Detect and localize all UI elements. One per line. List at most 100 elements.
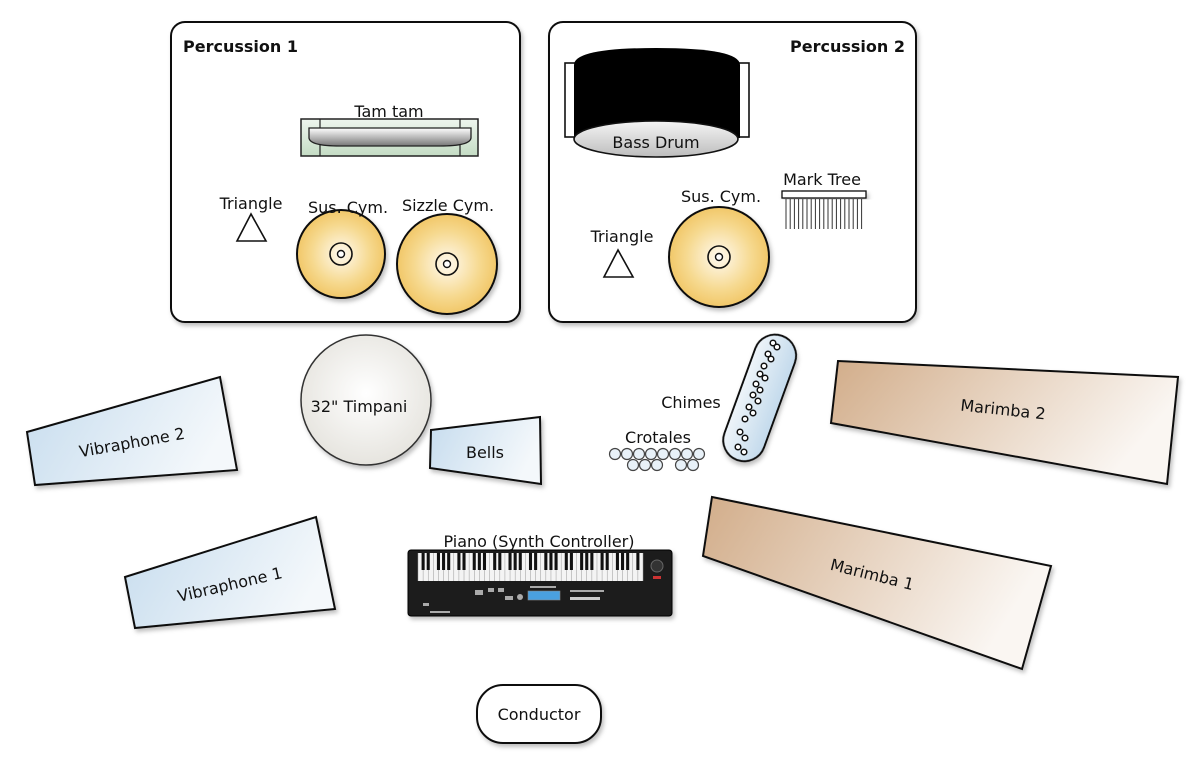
crotales: Crotales <box>608 428 706 472</box>
vibraphone-1: Vibraphone 1 <box>123 515 337 630</box>
crotale-disc <box>626 458 640 472</box>
marimba-2-icon <box>829 359 1180 486</box>
black-key <box>508 553 512 570</box>
black-key <box>462 553 466 570</box>
crotale-disc <box>650 458 664 472</box>
chime-tube <box>740 448 748 456</box>
vibraphone-1-icon <box>123 515 337 630</box>
pitch-wheel <box>650 559 664 573</box>
sus-cym-2-label: Sus. Cym. <box>681 187 761 206</box>
black-key <box>528 553 533 570</box>
crotale-disc <box>686 458 700 472</box>
piano-synth-controller: Piano (Synth Controller) <box>407 532 673 617</box>
crotale-disc <box>692 447 706 461</box>
sizzle-cym: Sizzle Cym. <box>396 196 498 315</box>
piano-label: Piano (Synth Controller) <box>443 532 634 551</box>
chime-tube <box>741 415 749 423</box>
conductor: Conductor <box>476 684 602 744</box>
sus-cym-1-label: Sus. Cym. <box>308 198 388 217</box>
chime-tube <box>756 370 764 378</box>
timpani-icon <box>300 334 432 466</box>
chime-tube <box>749 409 757 417</box>
black-key <box>513 553 517 570</box>
black-key <box>569 553 573 570</box>
crotale-disc <box>668 447 682 461</box>
black-key <box>621 553 625 570</box>
chime-tube <box>741 434 749 442</box>
percussion-1-section: Percussion 1 Tam tam Triangle Sus. Cym. <box>170 21 521 323</box>
mark-tree-bar <box>781 190 867 199</box>
black-key <box>477 553 481 570</box>
crotale-disc <box>674 458 688 472</box>
chime-tube <box>754 397 762 405</box>
bells-label: Bells <box>466 443 504 462</box>
black-key <box>554 553 558 570</box>
crotale-disc <box>680 447 694 461</box>
black-key <box>544 553 548 570</box>
vibraphone-2-icon <box>25 375 239 487</box>
black-key <box>447 553 451 570</box>
sizzle-cym-label: Sizzle Cym. <box>402 196 494 215</box>
vibraphone-2: Vibraphone 2 <box>25 375 239 487</box>
bells: Bells <box>428 415 543 486</box>
bells-icon <box>428 415 543 486</box>
chime-tube <box>736 428 744 436</box>
sus-cym-2: Sus. Cym. <box>668 187 770 308</box>
mark-tree: Mark Tree <box>781 170 867 229</box>
black-key <box>493 553 497 570</box>
chime-tube <box>764 350 772 358</box>
bass-drum-head <box>573 120 739 158</box>
percussion-2-title: Percussion 2 <box>790 37 905 56</box>
chimes: Chimes <box>661 333 798 463</box>
black-key <box>442 553 446 570</box>
crotale-disc <box>644 447 658 461</box>
chime-tube <box>760 362 768 370</box>
bass-drum-label: Bass Drum <box>612 133 699 152</box>
marimba-2: Marimba 2 <box>829 359 1180 486</box>
black-key <box>580 553 584 570</box>
chime-tube <box>761 374 769 382</box>
crotale-disc <box>638 458 652 472</box>
crotale-disc <box>608 447 622 461</box>
mark-tree-label: Mark Tree <box>783 170 861 189</box>
black-key <box>605 553 609 570</box>
crotale-disc <box>620 447 634 461</box>
black-key <box>585 553 589 570</box>
black-key <box>482 553 487 570</box>
tam-tam: Tam tam <box>300 102 479 157</box>
black-key <box>518 553 522 570</box>
bass-drum: Bass Drum <box>564 48 750 158</box>
triangle-1: Triangle <box>219 194 282 242</box>
chime-tube <box>749 391 757 399</box>
black-key <box>549 553 553 570</box>
percussion-1-title: Percussion 1 <box>183 37 298 56</box>
black-key <box>498 553 502 570</box>
triangle-1-icon <box>235 212 268 242</box>
tam-tam-disc <box>308 127 472 147</box>
chime-tube <box>767 355 775 363</box>
conductor-box <box>476 684 602 744</box>
triangle-2-label: Triangle <box>590 227 654 246</box>
triangle-2-icon <box>602 248 635 278</box>
black-key <box>600 553 604 570</box>
timpani-label: 32" Timpani <box>311 397 408 416</box>
chime-tube <box>769 339 777 347</box>
black-key <box>564 553 568 570</box>
black-key <box>421 553 425 570</box>
chime-tube <box>756 386 764 394</box>
black-key <box>590 553 594 570</box>
crotale-disc <box>656 447 670 461</box>
black-key <box>472 553 476 570</box>
bass-drum-body <box>574 48 740 138</box>
chime-tube <box>745 403 753 411</box>
tam-tam-label: Tam tam <box>353 102 423 121</box>
conductor-label: Conductor <box>498 705 581 724</box>
marimba-1-icon <box>701 495 1053 671</box>
black-key <box>436 553 440 570</box>
black-key <box>636 553 640 570</box>
black-key <box>626 553 630 570</box>
chimes-label: Chimes <box>661 393 721 412</box>
synth-screen <box>527 590 561 601</box>
black-key <box>615 553 619 570</box>
